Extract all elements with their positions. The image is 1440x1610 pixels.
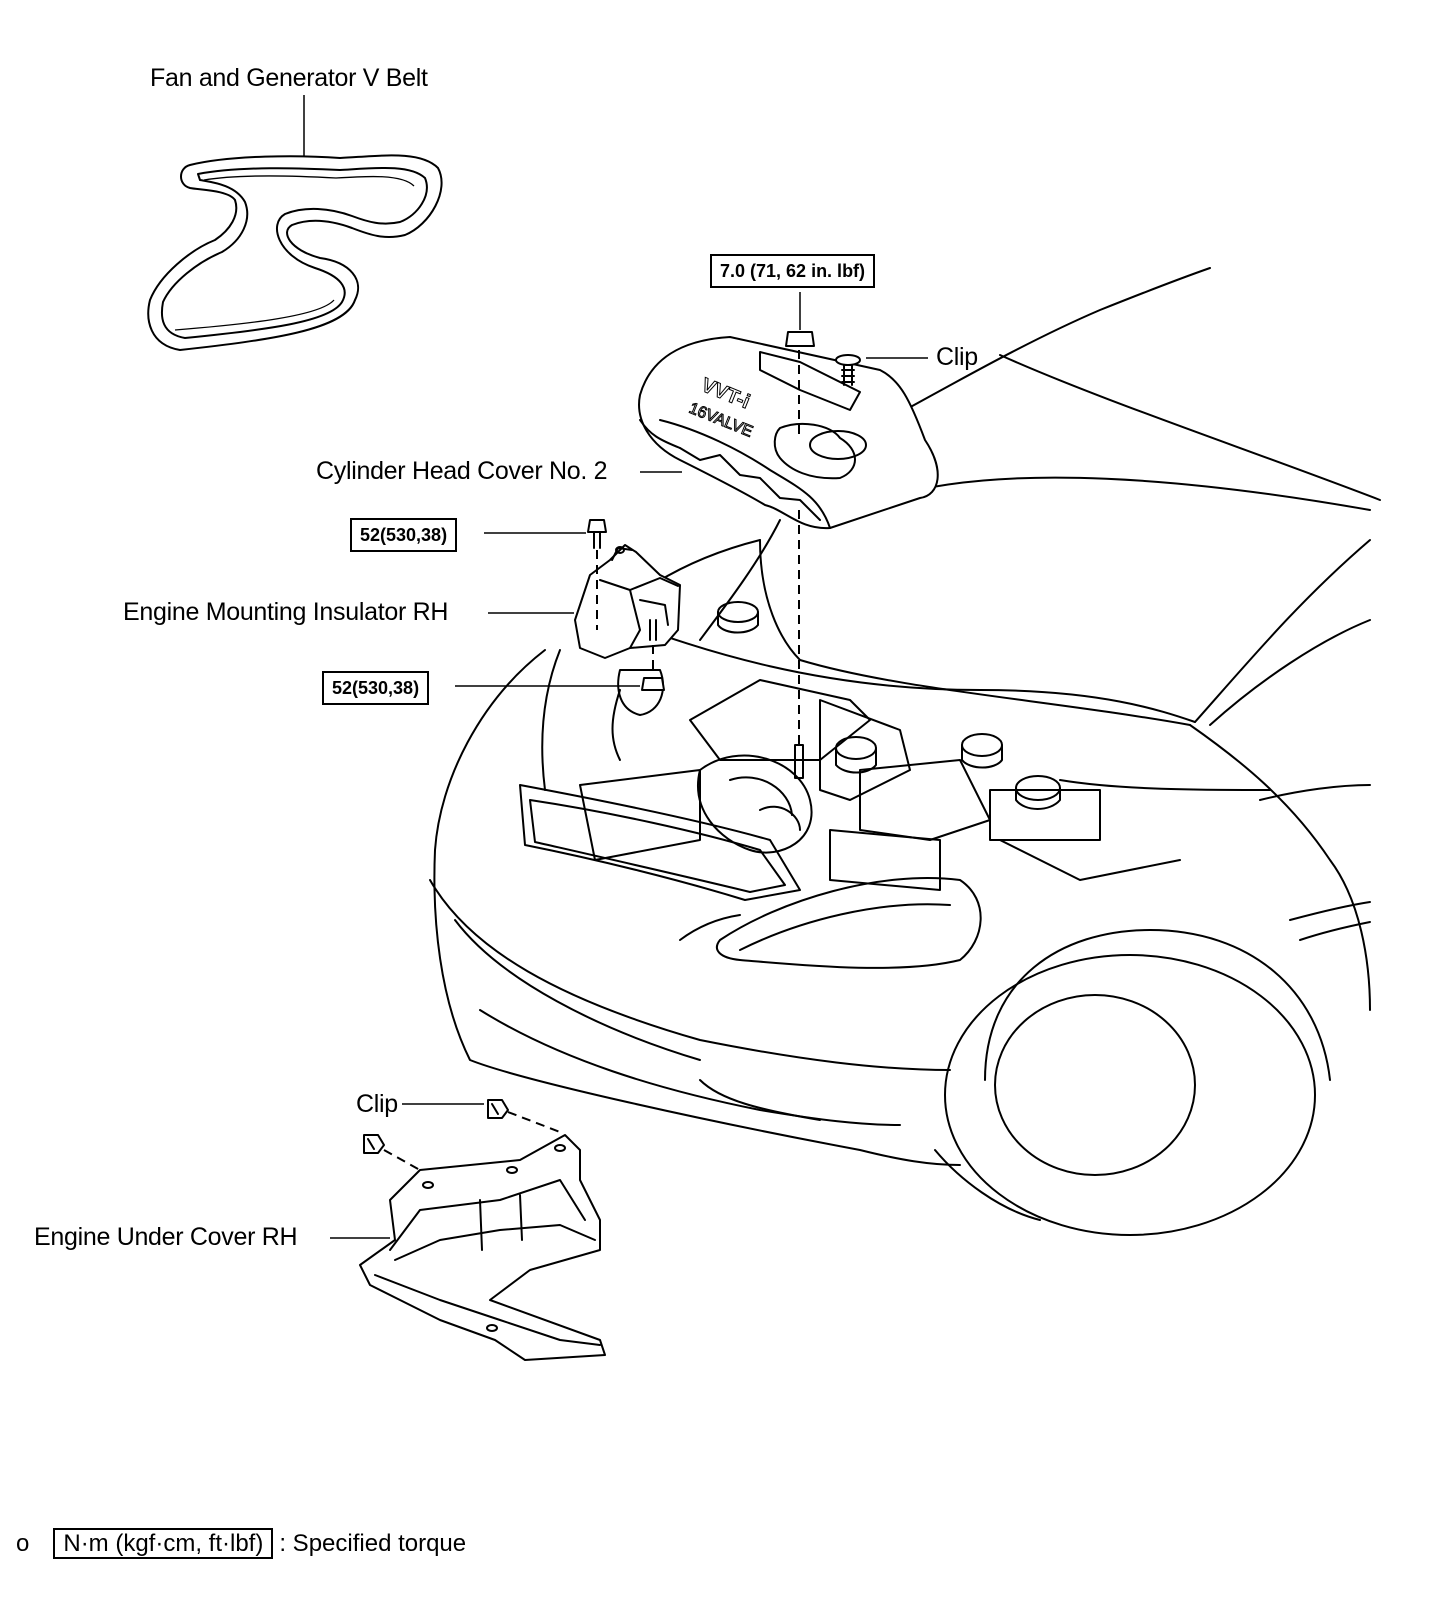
car-body-drawing xyxy=(429,267,1381,1236)
label-clip-bottom: Clip xyxy=(356,1090,398,1118)
label-cylinder-head-cover: Cylinder Head Cover No. 2 xyxy=(316,457,608,485)
legend-marker: o xyxy=(16,1530,30,1557)
torque-box-mount-lower: 52(530,38) xyxy=(322,671,430,705)
label-clip-top: Clip xyxy=(936,343,978,371)
cylinder-head-cover-drawing: VVT-i 16VALVE xyxy=(638,336,939,530)
torque-box-mount-upper: 52(530,38) xyxy=(350,518,458,552)
label-engine-under-cover: Engine Under Cover RH xyxy=(34,1223,298,1251)
torque-legend: o N·m (kgf·cm, ft·lbf): Specified torque xyxy=(16,1528,467,1559)
clip-top-drawing xyxy=(835,354,928,386)
legend-unit-box: N·m (kgf·cm, ft·lbf) xyxy=(53,1528,274,1559)
legend-text: : Specified torque xyxy=(279,1530,467,1557)
label-engine-mount: Engine Mounting Insulator RH xyxy=(123,598,449,626)
v-belt-drawing xyxy=(147,95,443,351)
engine-mount-drawing xyxy=(455,519,681,691)
cover-nut-drawing xyxy=(785,292,815,779)
torque-box-cover-nut: 7.0 (71, 62 in. lbf) xyxy=(710,254,876,288)
label-fan-generator-belt: Fan and Generator V Belt xyxy=(150,64,428,92)
under-cover-drawing xyxy=(330,1099,606,1361)
